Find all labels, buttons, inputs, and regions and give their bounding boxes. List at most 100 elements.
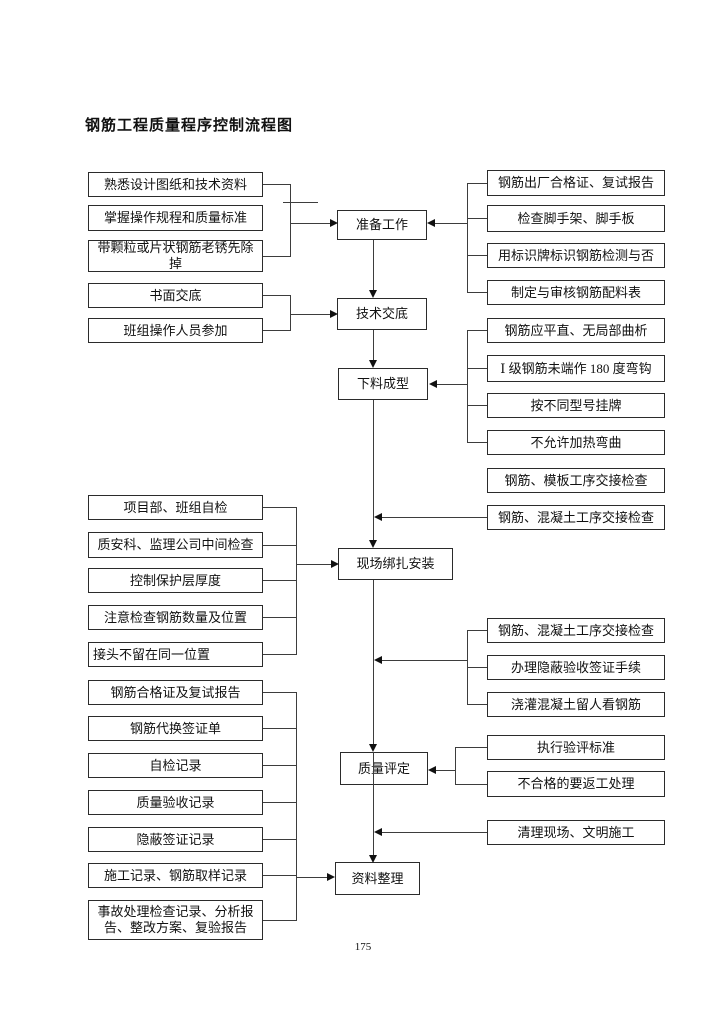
arrowhead-right xyxy=(327,873,335,881)
page-title: 钢筋工程质量程序控制流程图 xyxy=(85,118,294,134)
arrowhead-left xyxy=(374,656,382,664)
connector-stub xyxy=(263,184,290,185)
node-concrete-handover-2: 钢筋、混凝土工序交接检查 xyxy=(487,618,665,643)
connector-arrow-line xyxy=(437,384,467,385)
node-remove-rust: 带颗粒或片状钢筋老锈先除掉 xyxy=(88,240,263,272)
arrowhead-down xyxy=(369,744,377,752)
connector-stub xyxy=(467,442,487,443)
bus-line xyxy=(467,183,468,293)
node-quality-eval: 质量评定 xyxy=(340,752,428,785)
connector-arrow-line xyxy=(296,877,327,878)
node-know-drawings: 熟悉设计图纸和技术资料 xyxy=(88,172,263,197)
connector-stub xyxy=(263,507,296,508)
node-written-disclosure: 书面交底 xyxy=(88,283,263,308)
node-straight-rebar: 钢筋应平直、无局部曲析 xyxy=(487,318,665,343)
arrowhead-right xyxy=(330,219,338,227)
bus-line xyxy=(296,507,297,655)
node-acceptance-record: 质量验收记录 xyxy=(88,790,263,815)
connector-stub xyxy=(263,654,296,655)
connector-stub xyxy=(263,839,296,840)
node-watch-rebar: 浇灌混凝土留人看钢筋 xyxy=(487,692,665,717)
flow-line-install-quality xyxy=(373,580,374,744)
connector-arrow-line xyxy=(382,832,487,833)
arrowhead-down xyxy=(369,360,377,368)
bus-line xyxy=(467,630,468,705)
connector-stub xyxy=(263,545,296,546)
node-material-list: 制定与审核钢筋配料表 xyxy=(487,280,665,305)
node-accident-record: 事故处理检查记录、分析报告、整改方案、复验报告 xyxy=(88,900,263,940)
connector-arrow-line xyxy=(436,770,455,771)
arrowhead-left xyxy=(428,766,436,774)
connector-stub xyxy=(467,630,487,631)
node-check-scaffold: 检查脚手架、脚手板 xyxy=(487,205,665,232)
arrowhead-left xyxy=(427,219,435,227)
node-no-heat-bend: 不允许加热弯曲 xyxy=(487,430,665,455)
connector-stub xyxy=(467,292,487,293)
bus-line xyxy=(467,330,468,443)
node-factory-cert: 钢筋出厂合格证、复试报告 xyxy=(487,170,665,196)
node-data-sorting: 资料整理 xyxy=(335,862,420,895)
connector-arrow-line xyxy=(296,564,331,565)
arrowhead-down xyxy=(369,540,377,548)
node-cover-thickness: 控制保护层厚度 xyxy=(88,568,263,593)
connector-stub xyxy=(467,218,487,219)
node-site-install: 现场绑扎安装 xyxy=(338,548,453,580)
node-crew-participate: 班组操作人员参加 xyxy=(88,318,263,343)
connector-stub xyxy=(263,875,296,876)
bus-line xyxy=(290,184,291,257)
connector-stub xyxy=(263,617,296,618)
flow-line-quality-sorting xyxy=(373,785,374,855)
node-eval-standard: 执行验评标准 xyxy=(487,735,665,760)
node-mid-check: 质安科、监理公司中间检查 xyxy=(88,532,263,558)
node-formwork-handover: 钢筋、模板工序交接检查 xyxy=(487,468,665,493)
arrowhead-left xyxy=(374,513,382,521)
connector-stub xyxy=(263,765,296,766)
connector-stub xyxy=(263,692,296,693)
connector-stub xyxy=(283,202,318,203)
bus-line xyxy=(455,747,456,785)
connector-stub xyxy=(263,256,290,257)
arrowhead-down xyxy=(369,290,377,298)
node-hang-tags: 按不同型号挂牌 xyxy=(487,393,665,418)
node-master-rules: 掌握操作规程和质量标准 xyxy=(88,205,263,231)
connector-arrow-line xyxy=(290,223,330,224)
node-hook-180: Ⅰ 级钢筋未端作 180 度弯钩 xyxy=(487,355,665,382)
node-self-check: 项目部、班组自检 xyxy=(88,495,263,520)
connector-stub xyxy=(263,295,290,296)
connector-stub xyxy=(263,920,296,921)
node-self-check-record: 自检记录 xyxy=(88,753,263,778)
connector-stub xyxy=(263,728,296,729)
connector-stub xyxy=(455,747,487,748)
connector-stub xyxy=(455,784,487,785)
node-hidden-acceptance: 办理隐蔽验收签证手续 xyxy=(487,655,665,680)
connector-arrow-line xyxy=(382,660,467,661)
node-substitution-sheet: 钢筋代换签证单 xyxy=(88,716,263,741)
flow-line-tech-forming xyxy=(373,330,374,360)
connector-stub xyxy=(467,368,487,369)
bus-line xyxy=(290,295,291,331)
page-number: 175 xyxy=(354,941,372,953)
arrowhead-down xyxy=(369,855,377,863)
arrowhead-right xyxy=(330,310,338,318)
connector-stub xyxy=(467,330,487,331)
connector-stub xyxy=(263,330,290,331)
node-prepare-work: 准备工作 xyxy=(337,210,427,240)
arrowhead-left xyxy=(374,828,382,836)
connector-arrow-line xyxy=(382,517,487,518)
connector-stub xyxy=(467,704,487,705)
connector-arrow-line xyxy=(435,223,467,224)
bus-line xyxy=(296,692,297,921)
flow-line-through-quality xyxy=(373,752,374,785)
node-tech-disclosure: 技术交底 xyxy=(337,298,427,330)
connector-stub xyxy=(467,255,487,256)
connector-stub xyxy=(467,667,487,668)
node-hidden-record: 隐蔽签证记录 xyxy=(88,827,263,852)
flow-line-forming-install xyxy=(373,400,374,540)
node-check-quantity: 注意检查钢筋数量及位置 xyxy=(88,605,263,630)
connector-stub xyxy=(263,580,296,581)
node-rework: 不合格的要返工处理 xyxy=(487,771,665,797)
node-cutting-forming: 下料成型 xyxy=(338,368,428,400)
arrowhead-right xyxy=(331,560,339,568)
node-cert-report: 钢筋合格证及复试报告 xyxy=(88,680,263,705)
arrowhead-left xyxy=(429,380,437,388)
